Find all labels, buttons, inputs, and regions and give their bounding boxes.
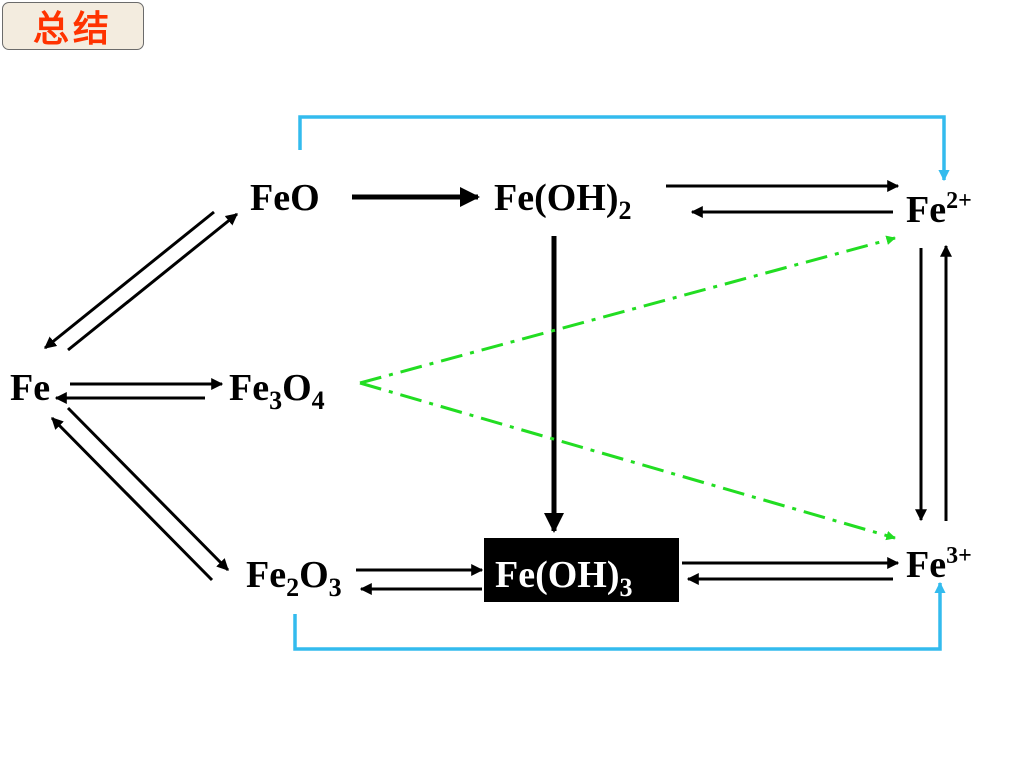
species-fe3plus: Fe3+	[906, 543, 972, 586]
species-fe2o3: Fe2O3	[246, 554, 342, 602]
species-feoh2: Fe(OH)2	[494, 177, 632, 225]
arrow-fe3o4-to-fe3plus-dashdot	[359, 381, 896, 541]
species-fe: Fe	[10, 367, 50, 409]
arrow-fe2o3-to-fe	[50, 416, 214, 582]
feoh3-highlight-box	[484, 538, 679, 602]
arrow-fe-to-fe2o3	[66, 406, 230, 572]
title-badge: 总结	[2, 2, 144, 50]
arrow-feo-to-fe	[44, 210, 215, 350]
arrow-feo-to-fe2plus-bracket	[298, 115, 950, 182]
species-fe3o4: Fe3O4	[229, 367, 325, 415]
species-feoh3: Fe(OH)3	[495, 554, 633, 602]
arrow-fe3o4-to-fe2plus-dashdot	[359, 235, 896, 385]
arrow-fe2o3-to-fe3plus-bracket	[293, 581, 946, 651]
species-fe2plus: Fe2+	[906, 188, 972, 231]
arrow-fe-to-feo	[67, 212, 238, 352]
page-title: 总结	[32, 9, 113, 50]
species-feo: FeO	[250, 177, 320, 219]
